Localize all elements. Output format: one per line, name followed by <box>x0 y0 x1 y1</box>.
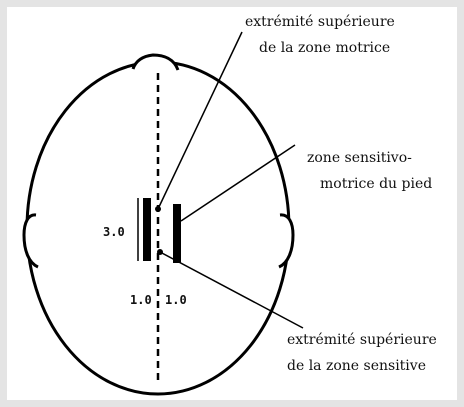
upper-sensory-label-line-1: extrémité supérieure <box>287 332 437 348</box>
upper-motor-label-line-2: de la zone motrice <box>259 40 391 56</box>
sensory-strip <box>173 204 181 263</box>
upper-motor-label-line-1: extrémité supérieure <box>245 14 395 30</box>
right-ear <box>278 213 295 269</box>
right-width-measure: 1.0 <box>165 293 187 307</box>
height-measure: 3.0 <box>103 225 125 239</box>
head-diagram <box>22 31 304 396</box>
foot-zone-leader <box>180 144 296 222</box>
motor-strip <box>143 198 151 261</box>
upper-motor-leader <box>157 31 243 210</box>
left-width-measure: 1.0 <box>130 293 152 307</box>
upper-sensory-label-line-2: de la zone sensitive <box>287 358 426 374</box>
foot-zone-label-line-2: motrice du pied <box>320 176 433 192</box>
foot-zone-label-line-1: zone sensitivo- <box>307 150 412 166</box>
nose <box>131 53 180 71</box>
left-ear <box>22 213 39 269</box>
upper-sensory-leader <box>159 251 304 329</box>
diagram-canvas: extrémité supérieure de la zone motrice … <box>7 7 457 400</box>
